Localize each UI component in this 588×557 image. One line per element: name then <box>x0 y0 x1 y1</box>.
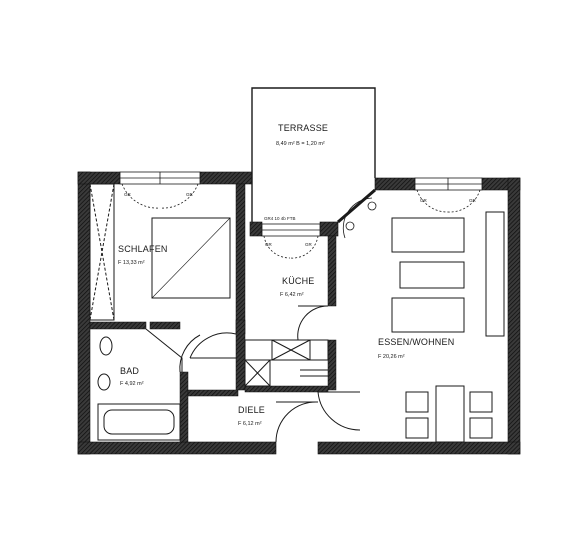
wall-bad-right <box>179 371 189 443</box>
armchair <box>391 297 465 333</box>
wall-kueche-living-low <box>327 339 337 391</box>
sink <box>97 373 111 391</box>
wall-left <box>77 171 91 455</box>
chair-1 <box>405 391 429 413</box>
wall-kueche-living <box>327 235 337 307</box>
wall-schlafen-kueche-low <box>235 319 246 391</box>
wall-top-schlafen-b <box>199 171 253 185</box>
dining-table <box>435 385 465 443</box>
kitchen-window-label: GR4 10 4b FTB <box>264 216 296 221</box>
room-name-essen-wohnen: ESSEN/WOHNEN <box>378 337 454 347</box>
schlafen-door-swing <box>189 332 237 359</box>
room-area-bad: F 4,92 m² <box>120 381 144 387</box>
window-swing-living-a <box>416 189 449 213</box>
terrace-door-frame <box>337 188 376 224</box>
chair-4 <box>469 417 493 439</box>
wall-schlafen-kueche <box>235 183 246 335</box>
sideboard <box>485 211 505 337</box>
room-area-diele: F 6,12 m² <box>238 421 262 427</box>
terrace-outline <box>251 87 376 222</box>
window-swing-schlafen-b <box>159 183 199 209</box>
wall-bottom-left <box>77 441 277 455</box>
doors <box>179 305 361 443</box>
bad-door-swing <box>179 334 201 373</box>
wall-schlafen-bottom <box>149 321 181 330</box>
wall-bottom-right <box>317 441 521 455</box>
wall-top-schlafen-a <box>77 171 121 185</box>
wall-top-kueche-right <box>319 221 339 237</box>
window-code-1: GR <box>124 192 132 197</box>
kitchen-counter <box>244 339 329 361</box>
terrace <box>251 87 376 222</box>
wall-kueche-bottom <box>244 385 329 393</box>
room-name-diele: DIELE <box>238 405 265 415</box>
wall-top-living-a <box>374 177 416 191</box>
wall-diele-lower <box>187 389 239 397</box>
room-name-bad: BAD <box>120 366 139 376</box>
windows <box>119 171 483 259</box>
chair-3 <box>469 391 493 413</box>
window-code-5: GR <box>265 242 273 247</box>
wall-top-kueche <box>249 221 263 237</box>
room-name-schlafen: SCHLAFEN <box>118 244 168 254</box>
room-name-terrasse: TERRASSE <box>278 123 328 133</box>
bad-outline <box>145 328 183 372</box>
chair-2 <box>405 417 429 439</box>
living-door-swing <box>317 391 361 431</box>
room-area-essen-wohnen: F 20,26 m² <box>378 354 405 360</box>
wardrobe <box>89 183 115 321</box>
terrace-door-swing <box>342 197 373 239</box>
kitchen-cabinet <box>244 359 271 387</box>
wall-bad-top <box>89 321 147 330</box>
window-code-3: GR <box>420 198 428 203</box>
window-code-2: GR <box>186 192 194 197</box>
room-area-kueche: F 6,42 m² <box>280 292 304 298</box>
exterior-walls <box>77 171 521 455</box>
window-swing-schlafen-a <box>121 183 161 209</box>
sofa <box>391 217 465 253</box>
room-area-schlafen: F 13,33 m² <box>118 260 145 266</box>
room-name-kueche: KÜCHE <box>282 276 315 286</box>
window-code-6: GR <box>305 242 313 247</box>
window-swing-living-b <box>447 189 481 213</box>
toilet <box>99 336 113 356</box>
kueche-door-swing <box>297 305 329 341</box>
room-labels: TERRASSE 8,49 m² B = 1,20 m² SCHLAFEN F … <box>118 123 454 427</box>
window-code-4: GR <box>469 198 477 203</box>
window-swing-kueche-b <box>289 235 319 259</box>
wall-right <box>507 177 521 455</box>
coffee-table <box>399 261 465 289</box>
window-codes: GR GR GR GR GR GR GR4 10 4b FTB <box>124 192 477 247</box>
furniture <box>89 183 505 443</box>
room-area-terrasse: 8,49 m² B = 1,20 m² <box>276 141 325 147</box>
window-swing-kueche-a <box>263 235 291 259</box>
entrance-door-swing <box>275 401 319 443</box>
